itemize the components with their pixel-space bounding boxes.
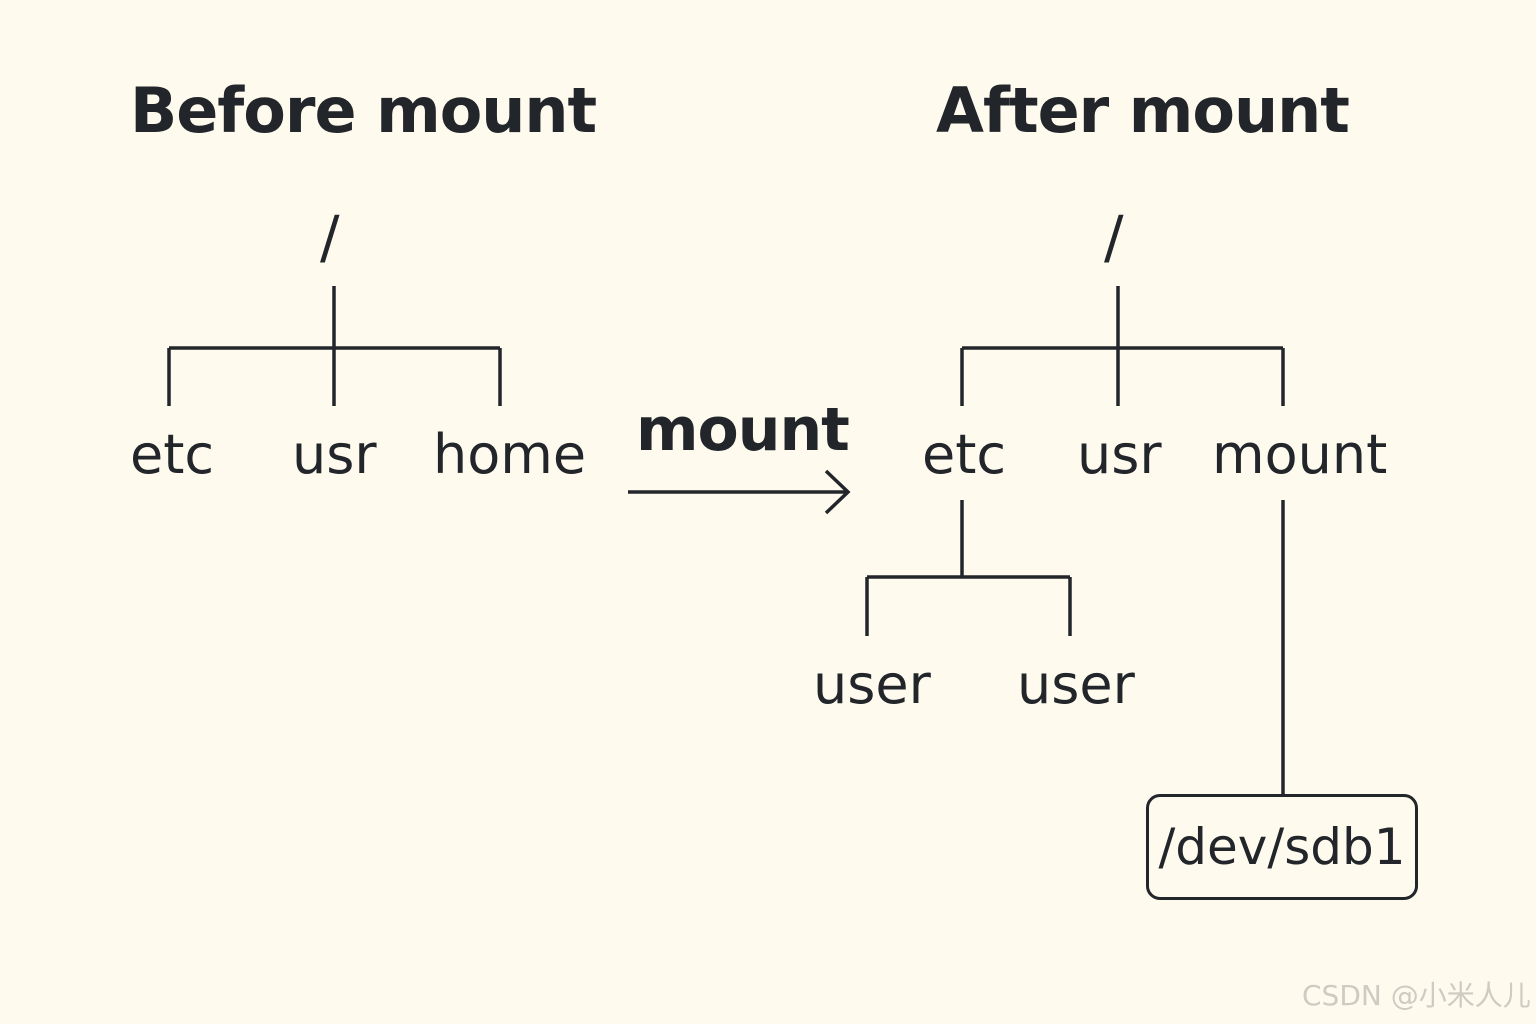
mount-arrow-head	[824, 469, 851, 515]
etc-child-user-right: user	[1017, 653, 1135, 716]
before-node-usr: usr	[292, 423, 377, 486]
mount-arrow-label: mount	[636, 395, 850, 465]
before-node-etc: etc	[130, 423, 215, 486]
after-node-usr: usr	[1077, 423, 1162, 486]
after-node-etc: etc	[922, 423, 1007, 486]
after-root: /	[1104, 203, 1124, 271]
after-node-mount: mount	[1212, 423, 1388, 486]
watermark: CSDN @小米人儿	[1302, 979, 1531, 1012]
etc-child-user-left: user	[813, 653, 931, 716]
after-title: After mount	[936, 74, 1350, 147]
device-box: /dev/sdb1	[1146, 794, 1418, 900]
before-root: /	[320, 203, 340, 271]
before-node-home: home	[433, 423, 587, 486]
before-title: Before mount	[130, 74, 597, 147]
device-label: /dev/sdb1	[1158, 818, 1406, 876]
